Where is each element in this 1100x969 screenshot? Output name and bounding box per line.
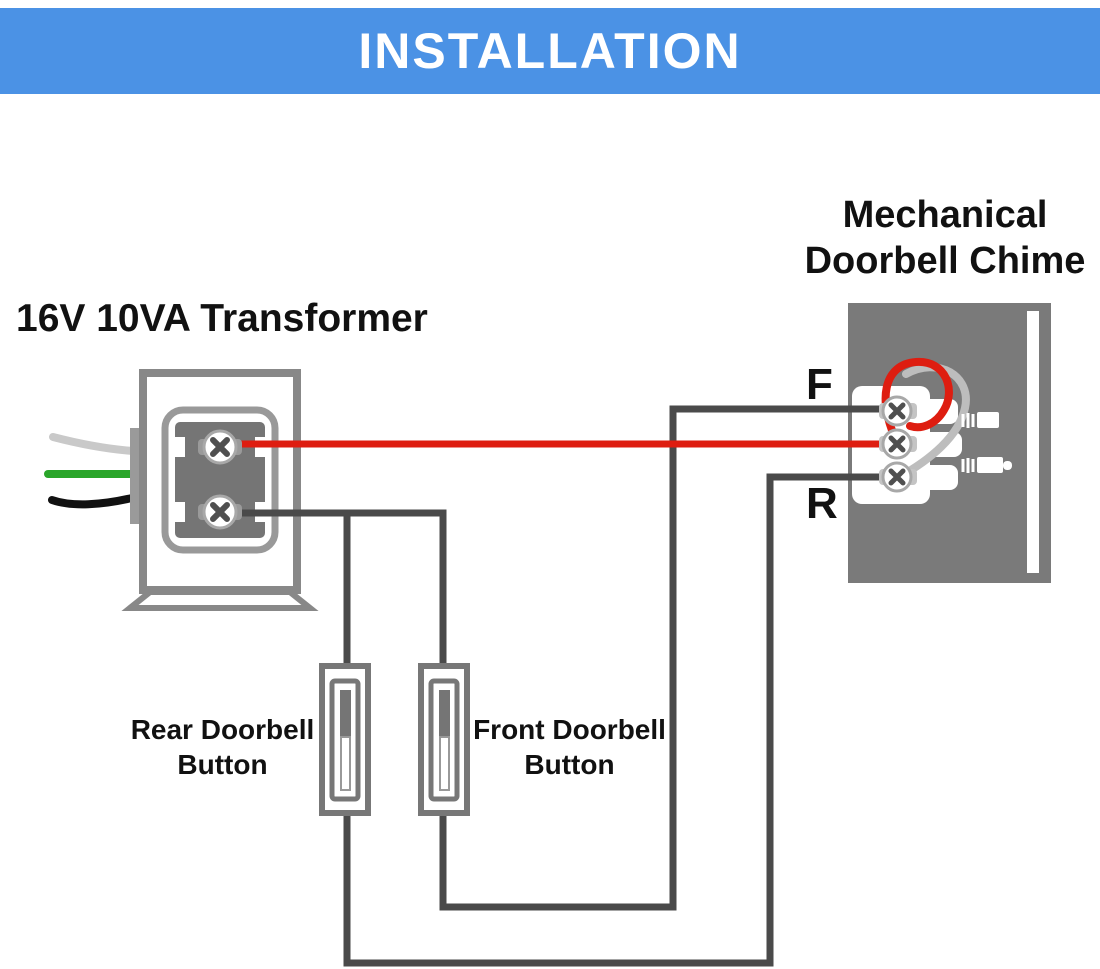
red-jumper-wire: [881, 357, 953, 448]
screw-cross-icon: [888, 468, 906, 486]
chime-label: Mechanical Doorbell Chime: [804, 194, 1086, 283]
terminal-f-label: F: [806, 360, 833, 409]
rear-button-to-r-terminal-wire: [343, 473, 886, 967]
chime-screw-terminals: [879, 395, 917, 493]
page-title: INSTALLATION: [358, 23, 742, 79]
rear-doorbell-button-illustration: [319, 663, 371, 816]
front-button-slot: [439, 736, 450, 791]
front-button-to-f-terminal-wire: [439, 405, 886, 911]
screw-cross-icon: [888, 402, 906, 420]
panel-notch: [170, 437, 185, 457]
rear-button-slot: [340, 736, 351, 791]
chime-slot: [1027, 311, 1039, 573]
rear-button-label: Rear Doorbell Button: [130, 714, 315, 781]
white-supply-wire: [49, 433, 137, 455]
chime-plunger-top: [961, 412, 999, 428]
screw-cross-icon: [888, 435, 906, 453]
transformer-label: 16V 10VA Transformer: [16, 297, 428, 340]
transformer-base: [121, 589, 319, 611]
circuit-wires: [230, 405, 898, 967]
chime-plunger-bottom: [961, 457, 1012, 473]
terminal-r-label: R: [806, 479, 838, 528]
screw-cross-icon: [210, 437, 230, 457]
panel-notch: [170, 502, 185, 522]
rear-button-actuator: [340, 690, 351, 740]
front-button-actuator: [439, 690, 450, 740]
header-banner: INSTALLATION: [0, 8, 1100, 94]
transformer-terminal-panel: [175, 422, 265, 538]
transformer-to-buttons-wire: [232, 509, 447, 666]
transformer-illustration: [44, 369, 319, 611]
screw-cross-icon: [210, 502, 230, 522]
front-doorbell-button-illustration: [418, 663, 470, 816]
transformer-screw-terminals: [198, 429, 242, 530]
front-button-label: Front Doorbell Button: [473, 714, 666, 781]
black-supply-wire: [48, 494, 136, 509]
